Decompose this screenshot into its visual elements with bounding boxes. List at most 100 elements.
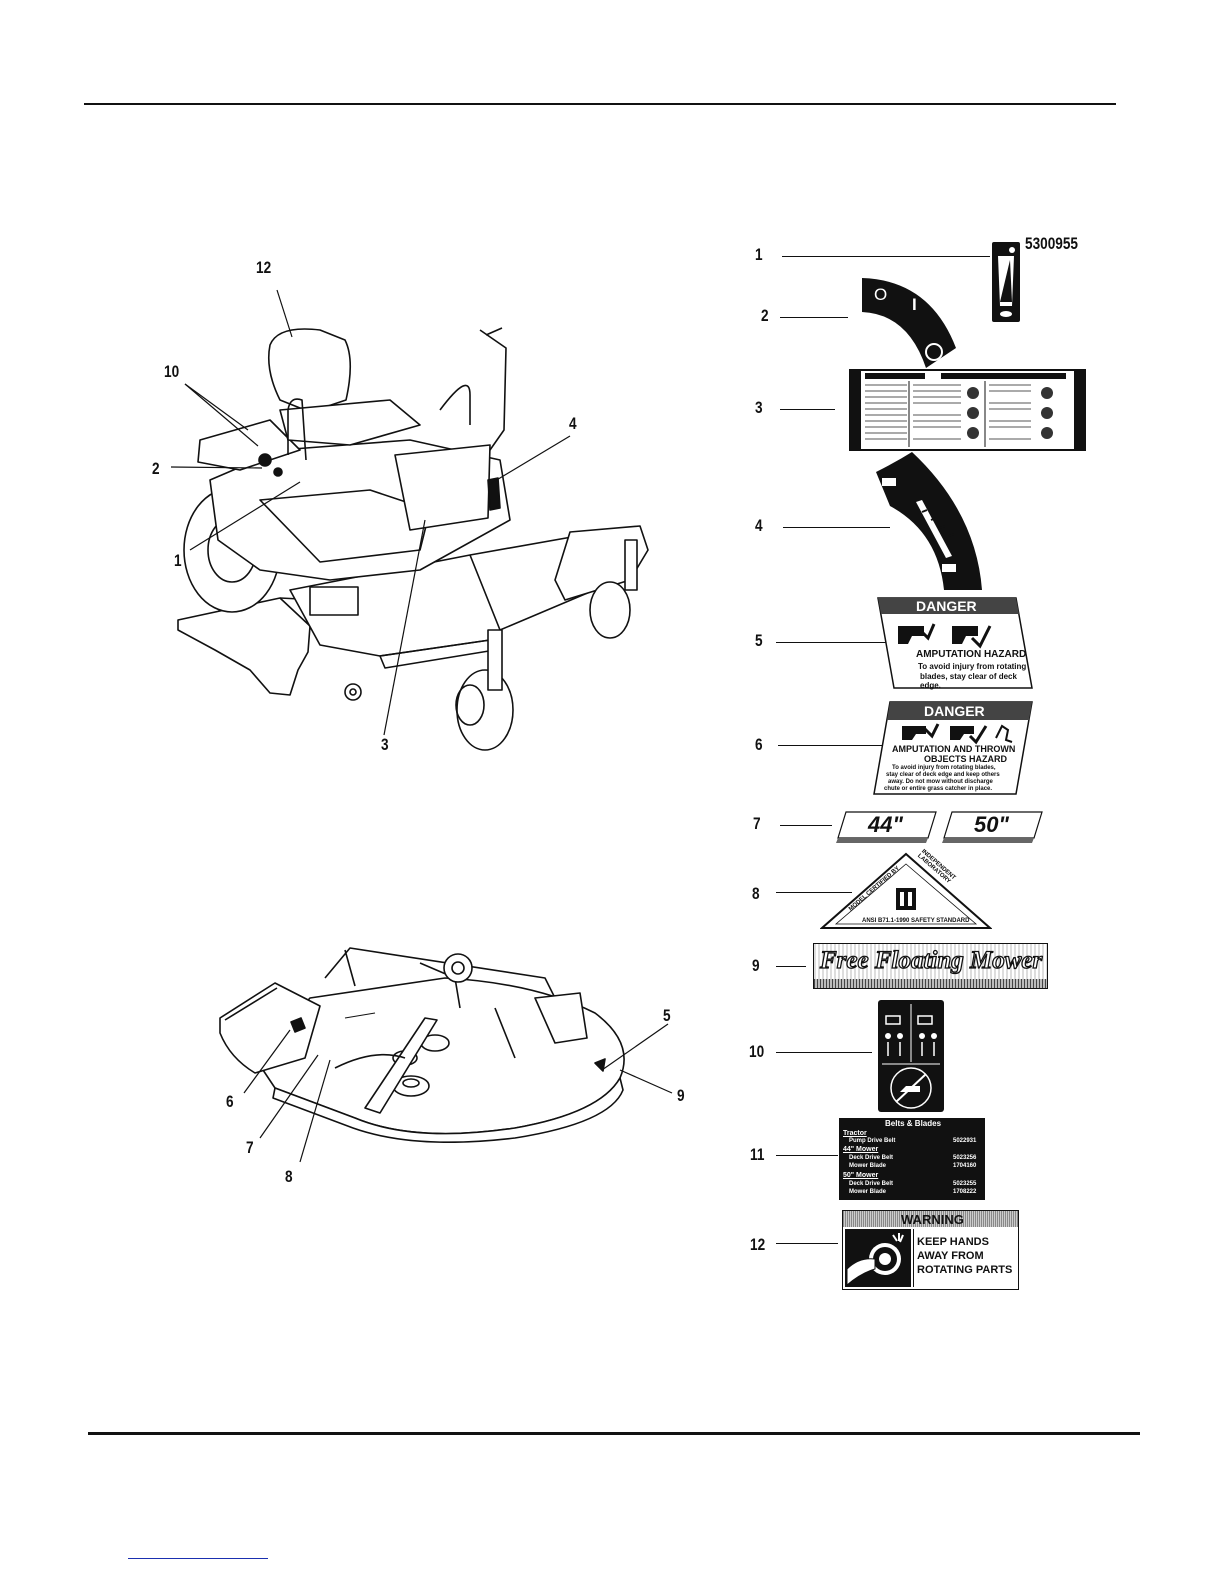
decal-6-title2: OBJECTS HAZARD <box>924 754 1008 764</box>
decal-11-deck-belt-50-no: 5023255 <box>953 1181 977 1187</box>
tractor-leaders <box>170 289 571 736</box>
decal-leader-5 <box>776 642 888 643</box>
decal-callout-3: 3 <box>755 398 763 417</box>
decal-11-mower44: 44" Mower <box>843 1146 879 1153</box>
header-rule <box>84 103 1116 105</box>
decal-12-line3: ROTATING PARTS <box>917 1264 1013 1276</box>
decal-5-header: DANGER <box>916 598 977 614</box>
decal-5-frame <box>877 597 1033 689</box>
tractor-callout-3: 3 <box>381 735 389 754</box>
decal-1-part-number: 5300955 <box>1025 234 1078 253</box>
decal-6-title1: AMPUTATION AND THROWN <box>892 744 1016 754</box>
tractor-callout-12: 12 <box>256 258 272 277</box>
decal-6-danger-thrown-objects: DANGER AMPUTATION AND THROWN OBJECTS HAZ… <box>872 700 1035 796</box>
decal-12-line1: KEEP HANDS <box>917 1236 989 1248</box>
decal-9-text: Free Floating Mower <box>819 946 1043 974</box>
decal-9-grass <box>814 979 1047 988</box>
deck-callout-6: 6 <box>226 1092 234 1111</box>
decal-3-safety-instructions <box>849 369 1086 451</box>
decal-11-blade-50-no: 1708222 <box>953 1189 977 1195</box>
decal-8-certification: MODEL CERTIFIED BY INDEPENDENT LABORATOR… <box>820 849 992 930</box>
decal-5-danger-amputation: DANGER AMPUTATION HAZARD To avoid injury… <box>876 596 1034 690</box>
decal-11-tractor: Tractor <box>843 1130 867 1137</box>
decal-callout-9: 9 <box>752 956 760 975</box>
decal-7-deck-size: 44" 50" <box>836 810 1046 844</box>
decal-leader-11 <box>776 1155 838 1156</box>
decal-11-blade-44: Mower Blade <box>849 1163 887 1169</box>
tractor-callout-1: 1 <box>174 551 182 570</box>
decal-callout-2: 2 <box>761 306 769 325</box>
deck-callout-5: 5 <box>663 1006 671 1025</box>
decal-2-on: I <box>912 295 917 314</box>
decal-11-deck-belt-50: Deck Drive Belt <box>849 1181 894 1187</box>
decal-2-off: O <box>874 285 887 304</box>
decal-6-line2: stay clear of deck edge and keep others <box>886 772 1000 778</box>
tractor-callout-2: 2 <box>152 459 160 478</box>
decal-11-belts-blades: Belts & Blades Tractor Pump Drive Belt 5… <box>839 1118 985 1200</box>
tractor-right-lever <box>479 329 507 451</box>
decal-11-pump-belt-no: 5022931 <box>953 1138 977 1144</box>
decal-callout-11: 11 <box>750 1145 765 1164</box>
decal-callout-6: 6 <box>755 735 763 754</box>
decal-11-deck-belt-44-no: 5023256 <box>953 1155 977 1161</box>
decal-leader-7 <box>780 825 832 826</box>
deck-callout-7: 7 <box>246 1138 254 1157</box>
decal-leader-12 <box>776 1243 838 1244</box>
decal-8-bottom: ANSI B71.1-1990 SAFETY STANDARD <box>862 918 970 924</box>
decal-callout-5: 5 <box>755 631 763 650</box>
decal-callout-1: 1 <box>755 245 763 264</box>
tractor-front-wheel-right <box>589 581 631 639</box>
decal-leader-6 <box>778 745 884 746</box>
decal-12-warning-hands: WARNING KEEP HANDS AWAY FROM ROTATING PA… <box>842 1210 1019 1290</box>
decal-5-line1: To avoid injury from rotating <box>918 662 1027 671</box>
decal-11-pump-belt: Pump Drive Belt <box>849 1138 896 1144</box>
deck-illustration <box>219 947 625 1143</box>
decal-8-frame <box>820 852 992 929</box>
decal-5-title: AMPUTATION HAZARD <box>916 649 1027 660</box>
tractor-left-lever <box>287 398 307 461</box>
deck-leaders <box>243 1023 673 1163</box>
footer-link-underline <box>128 1558 268 1559</box>
decal-2-start-icon <box>925 343 943 361</box>
decal-6-frame <box>873 701 1033 795</box>
decal-10-operation-pictograms <box>878 1000 944 1112</box>
decal-12-header: WARNING <box>901 1212 964 1227</box>
decal-callout-8: 8 <box>752 884 760 903</box>
decal-11-title: Belts & Blades <box>885 1119 942 1128</box>
tractor-frame <box>289 531 641 657</box>
decal-callout-12: 12 <box>750 1235 766 1254</box>
tractor-illustration <box>177 327 649 751</box>
decal-11-blade-44-no: 1704160 <box>953 1163 977 1169</box>
decal-1-throttle <box>992 242 1020 322</box>
decal-6-line4: chute or entire grass catcher in place. <box>884 786 993 792</box>
tractor-callout-10: 10 <box>164 362 180 381</box>
decal-12-divider <box>913 1229 914 1287</box>
decal-leader-10 <box>776 1052 872 1053</box>
decal-7-size-44: 44" <box>868 812 903 837</box>
decal-5-line2: blades, stay clear of deck edge. <box>920 672 1017 690</box>
decal-leader-4 <box>783 527 890 528</box>
decal-callout-10: 10 <box>749 1042 765 1061</box>
decal-9-free-floating: Free Floating Mower <box>813 943 1048 989</box>
decal-1-throttle-graphic <box>998 247 1015 317</box>
decal-leader-1 <box>782 256 990 257</box>
decal-callout-7: 7 <box>753 814 761 833</box>
decal-callout-4: 4 <box>755 516 763 535</box>
decal-4-cutting-height <box>876 452 982 590</box>
deck-chute <box>219 982 321 1074</box>
tractor-deck-front <box>177 597 311 696</box>
footer-rule <box>88 1432 1140 1435</box>
decal-12-line2: AWAY FROM <box>917 1250 984 1262</box>
decal-leader-2 <box>780 317 848 318</box>
decal-2-ignition: O I <box>862 278 956 368</box>
decal-leader-3 <box>780 409 835 410</box>
decal-12-header-bar <box>843 1211 1018 1227</box>
decal-7-size-50: 50" <box>974 812 1009 837</box>
decal-11-mower50: 50" Mower <box>843 1172 879 1179</box>
decal-leader-9 <box>776 966 806 967</box>
decal-3-graphic <box>851 371 1084 449</box>
decal-6-line1: To avoid injury from rotating blades, <box>892 765 996 771</box>
deck-callout-9: 9 <box>677 1086 685 1105</box>
decal-11-blade-50: Mower Blade <box>849 1189 887 1195</box>
decal-6-line3: away. Do not mow without discharge <box>888 779 993 785</box>
